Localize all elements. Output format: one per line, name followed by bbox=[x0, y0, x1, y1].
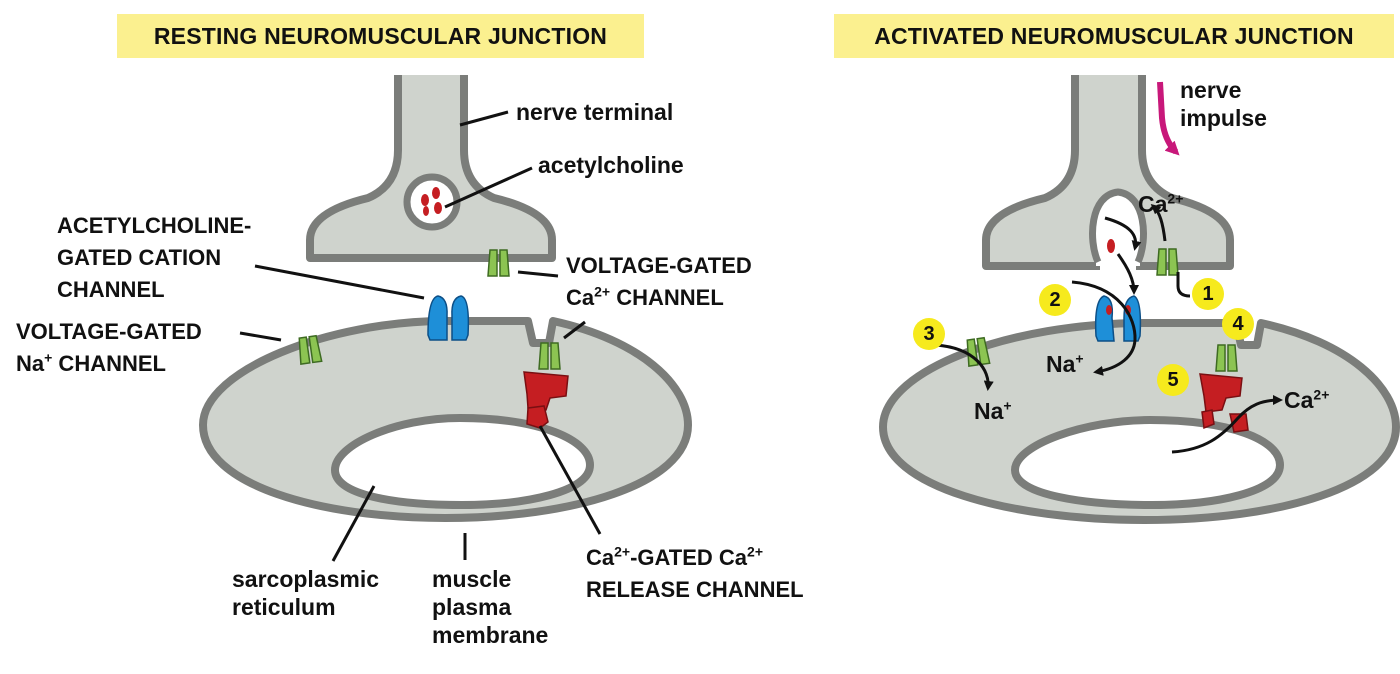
acetylcholine-released bbox=[1107, 239, 1115, 253]
step-2-badge: 2 bbox=[1039, 284, 1071, 316]
step-5-badge: 5 bbox=[1157, 364, 1189, 396]
label-ca-release: Ca2+ bbox=[1284, 386, 1330, 413]
step-1-badge: 1 bbox=[1192, 278, 1224, 310]
synaptic-vesicle bbox=[403, 173, 461, 231]
label-acetylcholine: acetylcholine bbox=[538, 152, 684, 178]
label-muscle-plasma-membrane: muscle plasma membrane bbox=[432, 566, 549, 648]
label-ach-gated-cation-channel: ACETYLCHOLINE- GATED CATION CHANNEL bbox=[57, 213, 252, 302]
left-panel-title: RESTING NEUROMUSCULAR JUNCTION bbox=[117, 14, 644, 58]
label-nerve-impulse: nerve impulse bbox=[1180, 77, 1267, 131]
muscle-fiber-activated bbox=[879, 319, 1400, 524]
label-nerve-terminal: nerve terminal bbox=[516, 99, 674, 125]
label-ca-release-channel: Ca2+-GATED Ca2+ RELEASE CHANNEL bbox=[586, 543, 804, 602]
acetylcholine-molecules bbox=[421, 187, 442, 216]
label-voltage-gated-ca-channel: VOLTAGE-GATED Ca2+ CHANNEL bbox=[566, 253, 752, 310]
ca-release-channel bbox=[523, 371, 569, 429]
muscle-fiber bbox=[199, 317, 692, 522]
nerve-impulse-arrow bbox=[1157, 81, 1180, 156]
label-sarcoplasmic-reticulum: sarcoplasmic reticulum bbox=[232, 566, 380, 620]
step-4-badge: 4 bbox=[1222, 308, 1254, 340]
right-panel-title: ACTIVATED NEUROMUSCULAR JUNCTION bbox=[834, 14, 1394, 58]
label-na-ach-channel: Na+ bbox=[1046, 350, 1084, 377]
acetylcholine-gated-channel bbox=[427, 295, 470, 341]
label-ca-influx: Ca2+ bbox=[1138, 190, 1184, 217]
label-voltage-gated-na-channel: VOLTAGE-GATED Na+ CHANNEL bbox=[16, 319, 202, 376]
flow-arrows bbox=[935, 204, 1283, 454]
fusing-vesicle bbox=[1091, 192, 1145, 266]
step-3-badge: 3 bbox=[913, 318, 945, 350]
leader-lines-left bbox=[239, 110, 602, 562]
label-na-voltage-channel: Na+ bbox=[974, 397, 1012, 424]
